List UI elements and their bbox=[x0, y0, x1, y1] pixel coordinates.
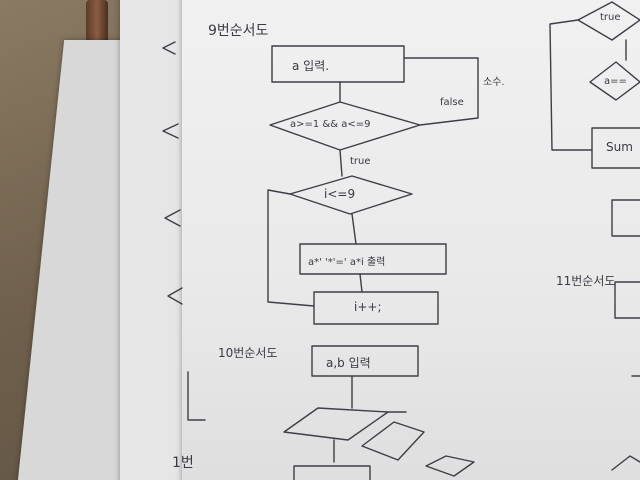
right-sum-label: Sum bbox=[606, 140, 633, 154]
main-paper-sheet bbox=[182, 0, 640, 480]
fc9-loop-back bbox=[267, 189, 315, 307]
fc10-heading: 10번순서도 bbox=[218, 346, 278, 360]
right-top-decision bbox=[577, 1, 640, 41]
right-compare-label: a== bbox=[604, 76, 627, 87]
right-heading-11: 11번순서도 bbox=[556, 274, 616, 288]
fc9-false-loop bbox=[403, 57, 479, 126]
fc9-arrow-3 bbox=[351, 213, 357, 245]
fc9-print-box bbox=[299, 243, 447, 275]
left-sheet-shape-3 bbox=[164, 209, 181, 227]
fc9-loop-decision bbox=[289, 175, 413, 215]
left-bottom-heading: 1번 bbox=[172, 455, 194, 471]
fc9-arrow-4 bbox=[359, 273, 363, 293]
fc9-range-label: a>=1 && a<=9 bbox=[290, 119, 371, 130]
fc10-decision-3 bbox=[425, 455, 475, 477]
fc9-arrow-2 bbox=[339, 149, 343, 177]
right-top-decision-label: true bbox=[600, 12, 621, 23]
fc9-loop-condition: i<=9 bbox=[324, 187, 356, 201]
fc9-increment-label: i++; bbox=[354, 300, 382, 314]
fc9-print-label: a*' '*'=' a*i 출력 bbox=[308, 257, 386, 268]
right-bottom-box bbox=[614, 281, 640, 319]
right-left-branch bbox=[549, 19, 593, 151]
left-sheet-box bbox=[187, 371, 206, 421]
fc9-input-label: a 입력. bbox=[292, 59, 330, 73]
left-sheet-shape-1 bbox=[162, 41, 176, 55]
left-sheet-shape-2 bbox=[162, 123, 179, 139]
fc10-decision-2 bbox=[361, 421, 425, 461]
fc9-false-label: false bbox=[440, 97, 464, 108]
right-compare-decision bbox=[589, 61, 640, 101]
fc10-input-box bbox=[311, 345, 419, 377]
right-mid-box bbox=[611, 199, 640, 237]
fc9-true-label: true bbox=[350, 156, 371, 167]
right-bottom-shape bbox=[611, 455, 640, 471]
fc9-loop-note: 소수. bbox=[483, 77, 505, 88]
fc10-output-box bbox=[293, 465, 371, 480]
left-sheet-shape-4 bbox=[167, 287, 183, 305]
right-sum-box bbox=[591, 127, 640, 169]
fc9-heading: 9번순서도 bbox=[208, 23, 269, 39]
fc9-increment-box bbox=[313, 291, 439, 325]
fc10-decision-1 bbox=[283, 407, 389, 441]
fc10-input-label: a,b 입력 bbox=[326, 356, 371, 370]
fc9-input-box bbox=[271, 45, 405, 83]
